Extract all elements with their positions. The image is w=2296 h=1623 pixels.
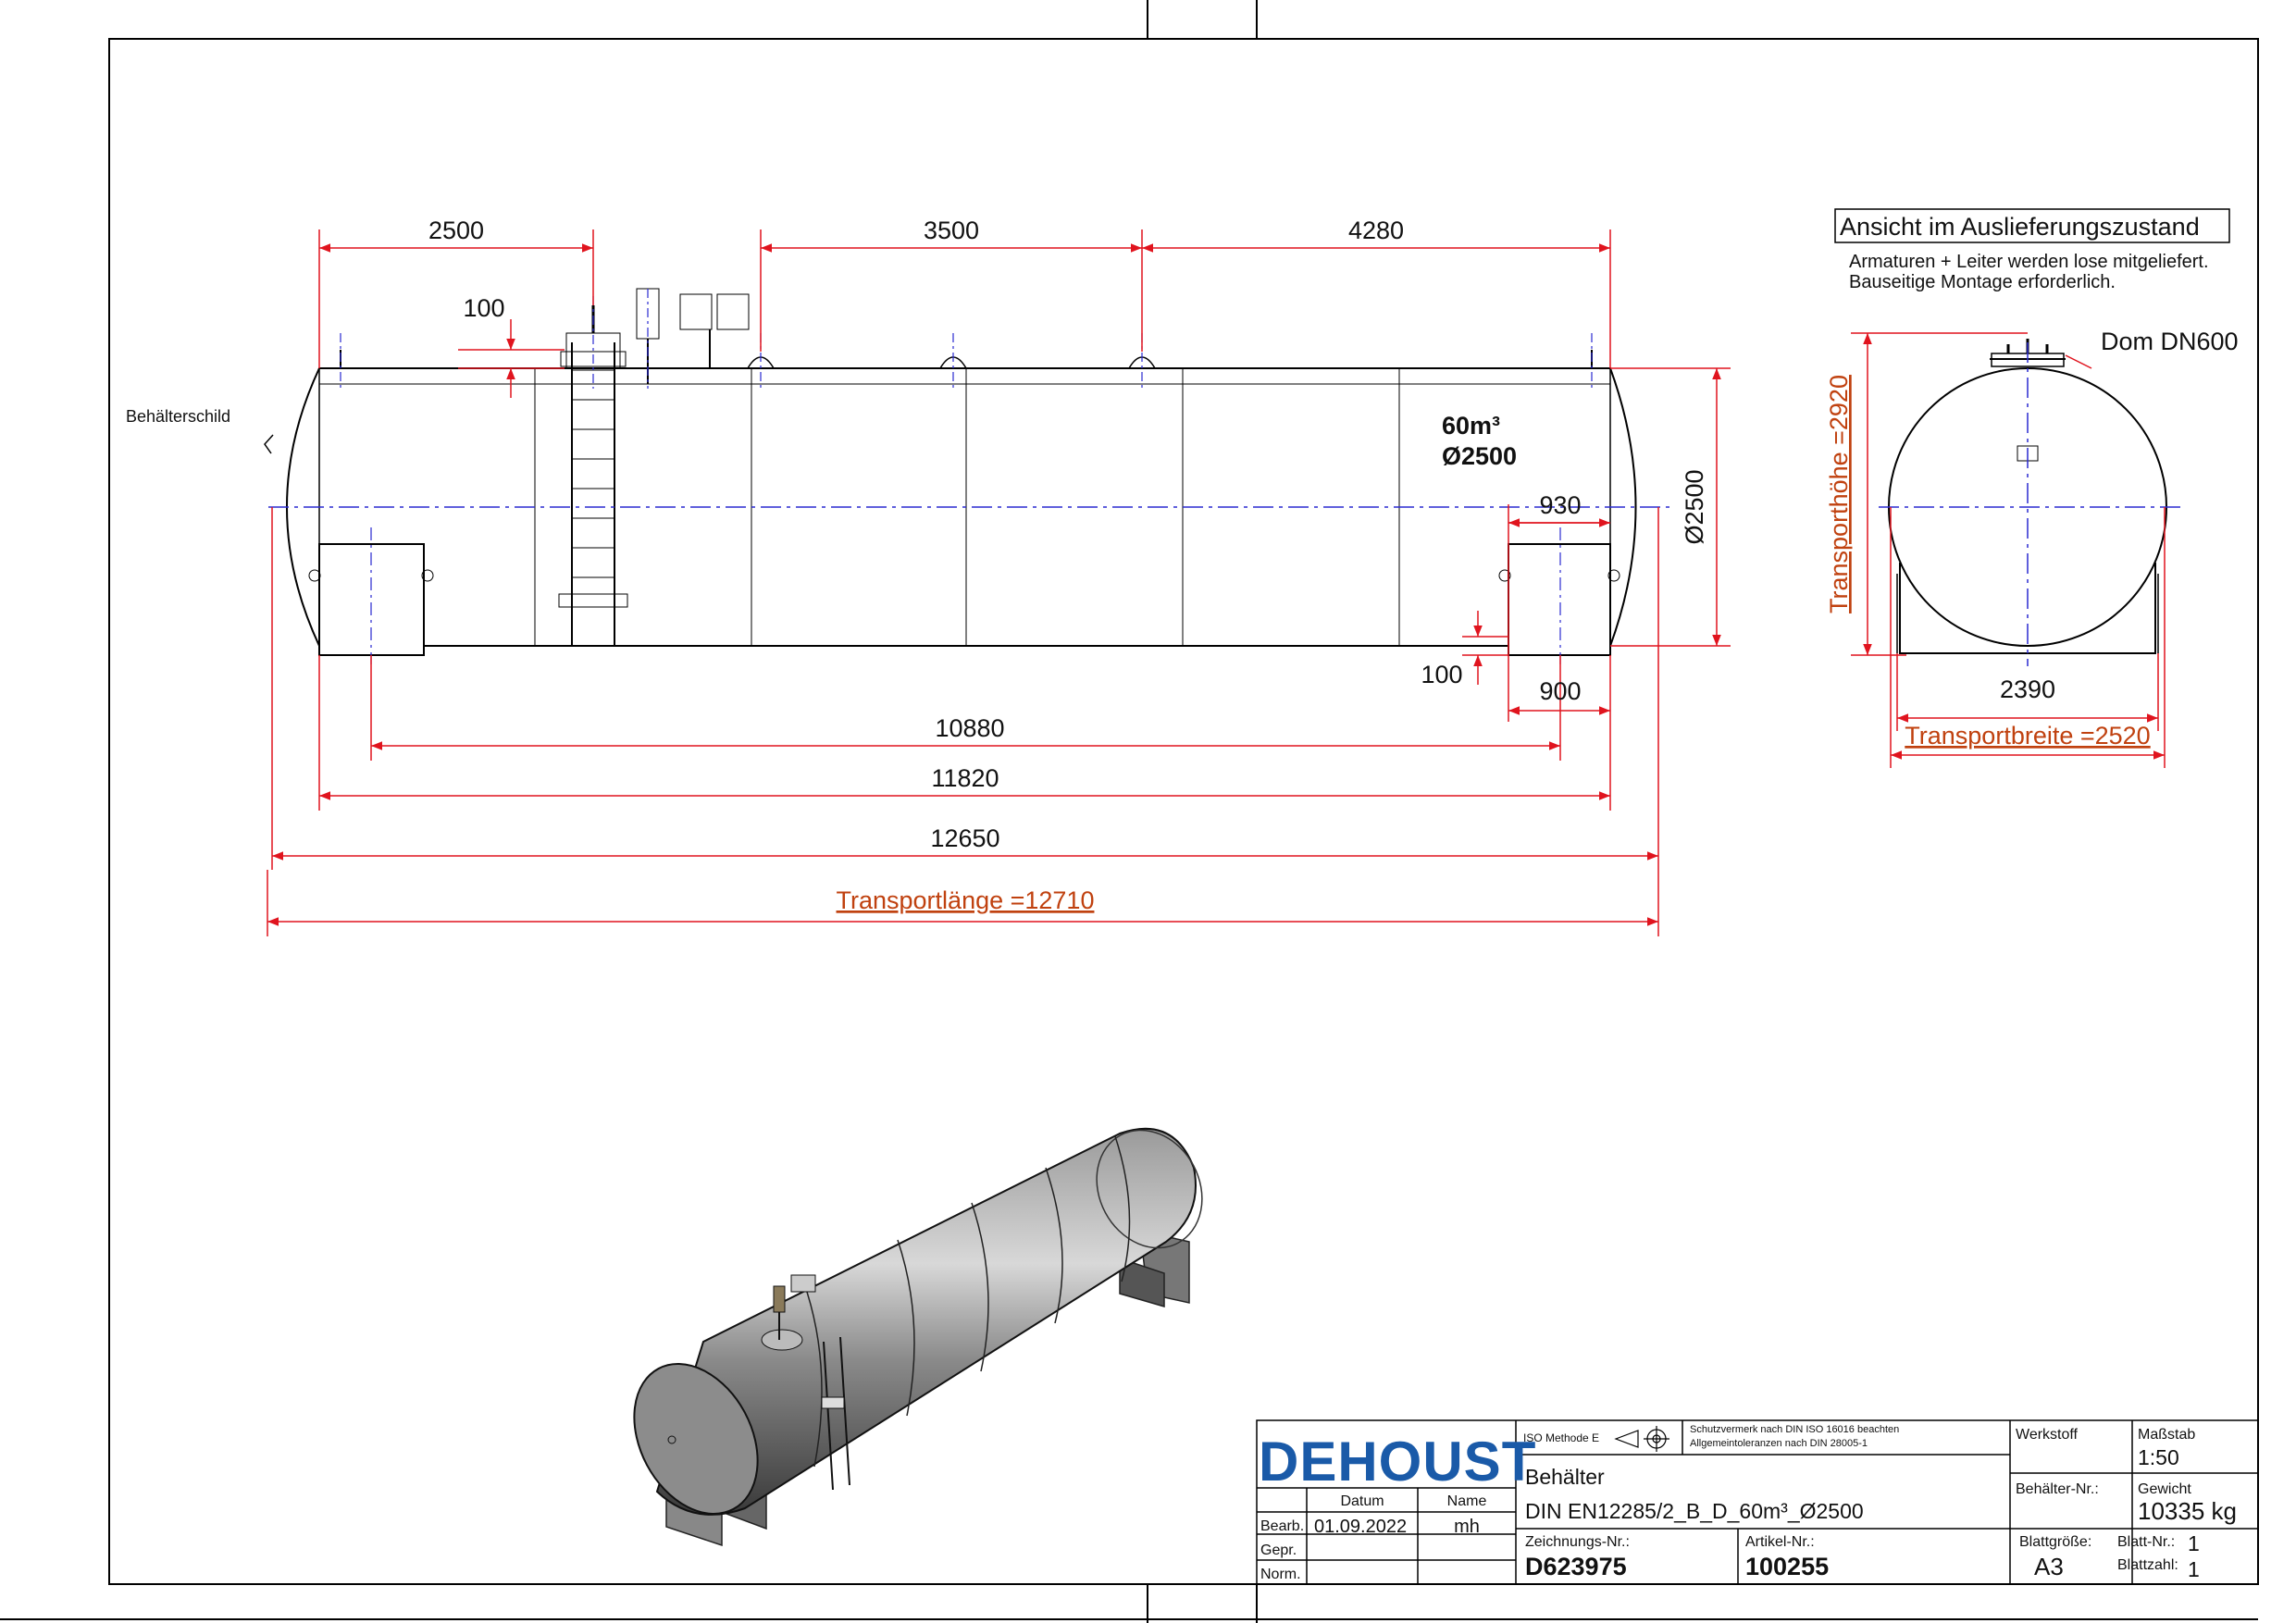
zeichnungs-nr-value: D623975: [1525, 1553, 1627, 1580]
transport-length-label: Transportlänge =12710: [837, 886, 1095, 914]
diameter-label: Ø2500: [1442, 442, 1517, 470]
dim-100-top: 100: [463, 294, 504, 322]
dim-12650: 12650: [930, 824, 999, 852]
drawing-title: Behälter: [1525, 1465, 1605, 1489]
bearb-label: Bearb.: [1260, 1518, 1304, 1534]
bearb-date: 01.09.2022: [1314, 1517, 1407, 1537]
transport-width-label: Transportbreite =2520: [1905, 722, 2150, 750]
dim-10880: 10880: [935, 714, 1004, 742]
datum-header: Datum: [1340, 1493, 1384, 1509]
dim-900: 900: [1539, 677, 1581, 705]
blatt-nr-label: Blatt-Nr.:: [2117, 1534, 2175, 1550]
side-view-dimensions: [267, 229, 1731, 936]
drawing-subtitle: DIN EN12285/2_B_D_60m³_Ø2500: [1525, 1499, 1864, 1523]
artikel-nr-value: 100255: [1745, 1553, 1829, 1580]
iso-method: ISO Methode E: [1523, 1431, 1599, 1444]
blattzahl-value: 1: [2188, 1557, 2200, 1581]
blattgroesse-value: A3: [2034, 1553, 2064, 1580]
behaelterschild-label: Behälterschild: [126, 407, 230, 426]
transport-height-label: Transporthöhe =2920: [1825, 375, 1853, 613]
norm-label: Norm.: [1260, 1567, 1301, 1582]
isometric-tank-view: [633, 1127, 1203, 1547]
dim-3500: 3500: [924, 217, 979, 244]
dehoust-logo: DEHOUST: [1259, 1431, 1536, 1493]
title-block-text: DEHOUST ISO Methode E Schutzvermerk nach…: [1259, 1424, 2237, 1582]
dim-930: 930: [1539, 491, 1581, 519]
tank-end-view: Ansicht im Auslieferungszustand Armature…: [1825, 208, 2239, 768]
delivery-note-line1: Armaturen + Leiter werden lose mitgelief…: [1849, 252, 2209, 272]
massstab-label: Maßstab: [2138, 1427, 2195, 1443]
blatt-nr-value: 1: [2188, 1531, 2200, 1555]
blattgroesse-label: Blattgröße:: [2019, 1534, 2091, 1550]
dim-2390: 2390: [2000, 675, 2055, 703]
werkstoff-label: Werkstoff: [2016, 1427, 2079, 1443]
blattzahl-label: Blattzahl:: [2117, 1557, 2178, 1573]
gewicht-label: Gewicht: [2138, 1481, 2191, 1497]
zeichnungs-nr-label: Zeichnungs-Nr.:: [1525, 1534, 1630, 1550]
gepr-label: Gepr.: [1260, 1542, 1297, 1558]
volume-label: 60m³: [1442, 412, 1500, 440]
artikel-nr-label: Artikel-Nr.:: [1745, 1534, 1815, 1550]
dim-4280: 4280: [1348, 217, 1404, 244]
dim-2500: 2500: [428, 217, 484, 244]
projection-symbol-icon: [1614, 1426, 1669, 1452]
tolerance-note: Allgemeintoleranzen nach DIN 28005-1: [1690, 1438, 1868, 1449]
delivery-state-title: Ansicht im Auslieferungszustand: [1840, 213, 2200, 241]
side-view-labels: 2500 3500 4280 100 Behälterschild 60m³ Ø…: [126, 217, 1708, 914]
gewicht-value: 10335 kg: [2138, 1497, 2237, 1525]
delivery-note-line2: Bauseitige Montage erforderlich.: [1849, 272, 2116, 292]
ladder: [558, 342, 628, 646]
tank-side-view: [264, 288, 1675, 664]
behaelter-nr-label: Behälter-Nr.:: [2016, 1481, 2099, 1497]
title-block: [1256, 1419, 2259, 1585]
protection-note: Schutzvermerk nach DIN ISO 16016 beachte…: [1690, 1424, 1899, 1435]
bearb-name: mh: [1454, 1517, 1480, 1537]
dim-11820: 11820: [931, 764, 999, 792]
dom-label: Dom DN600: [2101, 328, 2239, 355]
dim-100-bottom: 100: [1421, 661, 1462, 688]
massstab-value: 1:50: [2138, 1445, 2179, 1469]
dim-diameter: Ø2500: [1681, 469, 1708, 544]
name-header: Name: [1447, 1493, 1487, 1509]
